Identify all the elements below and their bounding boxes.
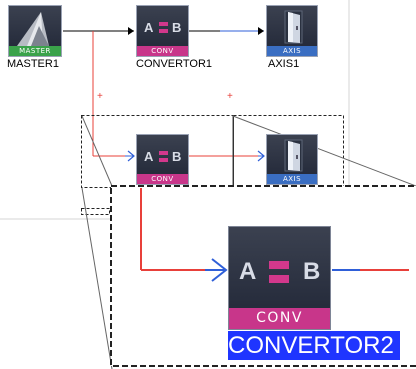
- convertor1-strip: CONV: [137, 46, 188, 56]
- convertor-b-glyph: B: [172, 20, 182, 35]
- zoom-convertor-block: A B CONV: [228, 226, 331, 330]
- arrow-head: [258, 27, 264, 35]
- zoom-guide-line: [81, 115, 113, 187]
- master-block[interactable]: MASTER: [8, 5, 62, 57]
- zoom-convertor-b-glyph: B: [303, 258, 321, 285]
- zoom-convertor-strip: CONV: [229, 308, 330, 329]
- zoom-guide-line: [81, 187, 113, 369]
- axis1-block[interactable]: AXIS: [266, 5, 318, 57]
- arrow-head: [128, 27, 134, 35]
- master-strip: MASTER: [9, 46, 61, 56]
- zoom-convertor-a-glyph: A: [239, 258, 257, 285]
- zoom-convertor-label: CONVERTOR2: [228, 331, 400, 360]
- convertor2-block[interactable]: A B CONV: [136, 134, 189, 185]
- arrow-head: [127, 150, 135, 162]
- zoom-arrow-head: [211, 258, 228, 282]
- convertor1-block[interactable]: A B CONV: [136, 5, 189, 57]
- connection-marker[interactable]: +: [97, 91, 103, 102]
- convertor-icon: [269, 261, 289, 285]
- convertor-a-glyph: A: [144, 149, 154, 164]
- selection-frame-small: [81, 208, 110, 215]
- convertor-a-glyph: A: [144, 20, 154, 35]
- axis-door-icon: [284, 10, 303, 44]
- convertor-b-glyph: B: [172, 149, 182, 164]
- axis2-strip: AXIS: [267, 174, 317, 184]
- axis1-label: AXIS1: [268, 58, 300, 70]
- convertor2-strip: CONV: [137, 174, 188, 184]
- master-triangle-icon: [17, 12, 49, 46]
- master-label: MASTER1: [7, 58, 59, 70]
- convertor-icon: [159, 21, 168, 35]
- convertor1-label: CONVERTOR1: [136, 58, 213, 70]
- convertor-icon: [159, 150, 168, 164]
- axis1-strip: AXIS: [267, 46, 317, 56]
- arrow-head: [257, 150, 265, 162]
- zoom-guide-line: [232, 115, 416, 187]
- connection-marker[interactable]: +: [227, 91, 233, 102]
- axis2-block[interactable]: AXIS: [266, 134, 318, 185]
- axis-door-icon: [284, 139, 303, 172]
